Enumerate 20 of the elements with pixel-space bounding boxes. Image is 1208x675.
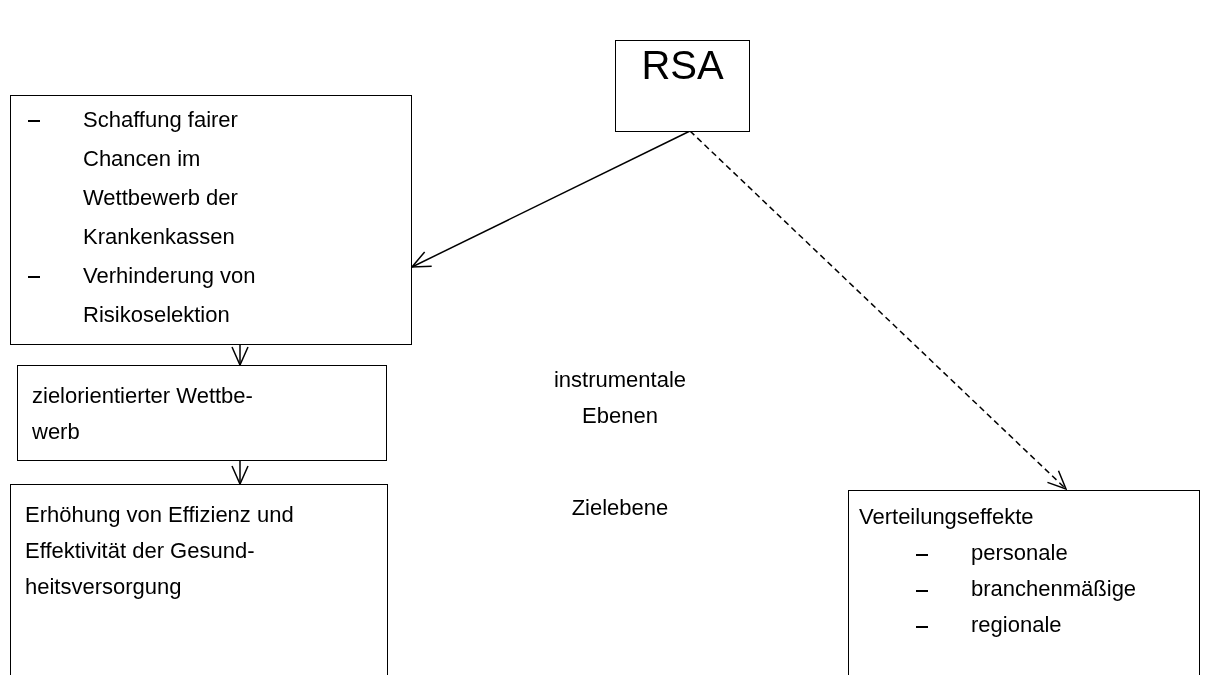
text-box bbox=[615, 40, 750, 132]
bullet-text: Schaffung fairer Chancen im Wettbewerb der Krankenkassen bbox=[83, 106, 239, 251]
bullet-text: Verhinderung von Risikoselektion bbox=[83, 262, 257, 329]
arrow bbox=[231, 460, 249, 485]
box-text: zielorientierter Wettbe- werb bbox=[32, 382, 254, 446]
box-text: Erhöhung von Effizienz und Effektivität der Gesund- heitsversorgung bbox=[25, 501, 295, 601]
heading-text: Verteilungseffekte bbox=[859, 503, 1034, 531]
bullet-text: regionale bbox=[971, 611, 1063, 639]
text-box bbox=[10, 95, 412, 345]
bullet-text: personale bbox=[971, 539, 1069, 567]
arrow bbox=[689, 130, 1067, 490]
bullet-text: branchenmäßige bbox=[971, 575, 1138, 603]
text-box bbox=[848, 490, 1200, 675]
level-label: Zielebene bbox=[570, 494, 670, 522]
title-text: RSA bbox=[640, 42, 725, 89]
text-box bbox=[10, 484, 388, 675]
arrow bbox=[231, 344, 249, 366]
level-label: instrumentale Ebenen bbox=[552, 366, 688, 430]
text-box bbox=[17, 365, 387, 461]
arrow bbox=[411, 130, 691, 268]
